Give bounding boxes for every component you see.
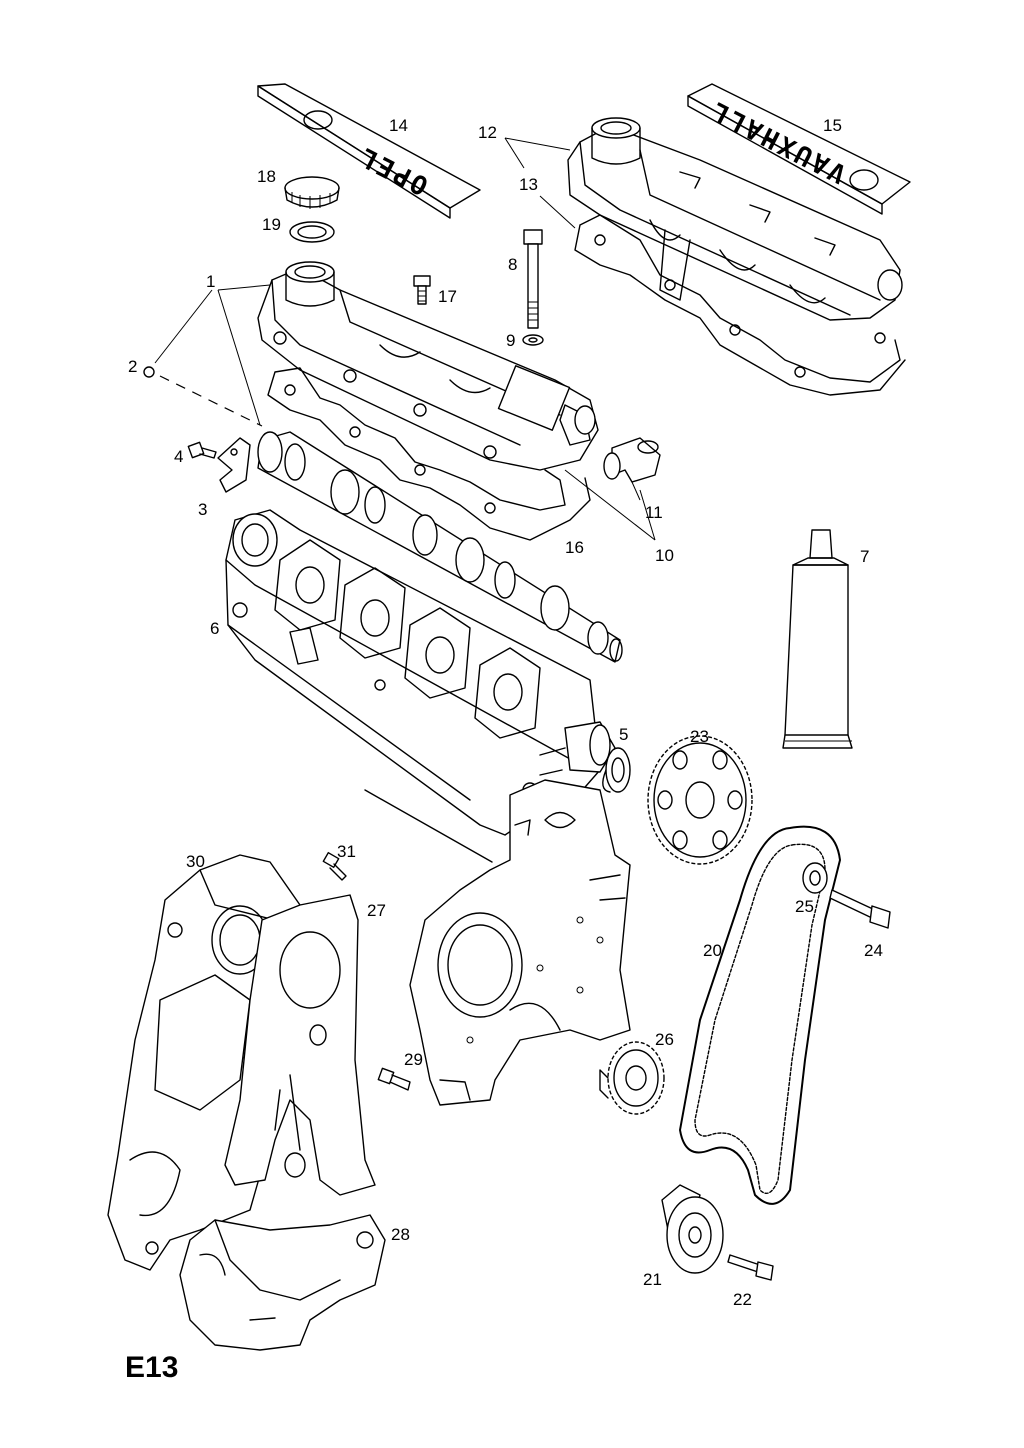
callout-12: 12 — [478, 123, 497, 142]
part-3-thrust-plate[interactable] — [217, 437, 251, 493]
engine-block-front[interactable] — [409, 779, 631, 1106]
leader-lines — [154, 137, 656, 541]
part-20-timing-belt[interactable] — [679, 825, 841, 1205]
callout-17: 17 — [438, 287, 457, 306]
part-9-washer[interactable] — [522, 334, 544, 346]
part-23-cam-sprocket[interactable] — [647, 735, 753, 865]
part-7-sealant-tube[interactable] — [782, 529, 853, 749]
callout-8: 8 — [508, 255, 517, 274]
callout-5: 5 — [619, 725, 628, 744]
callout-28: 28 — [391, 1225, 410, 1244]
callout-31: 31 — [337, 842, 356, 861]
part-12-cam-cover[interactable] — [567, 117, 903, 321]
callout-21: 21 — [643, 1270, 662, 1289]
callout-27: 27 — [367, 901, 386, 920]
callout-1: 1 — [206, 272, 215, 291]
callout-4: 4 — [174, 447, 183, 466]
callout-30: 30 — [186, 852, 205, 871]
part-13-gasket[interactable] — [574, 214, 906, 396]
callout-14: 14 — [389, 116, 408, 135]
callout-3: 3 — [198, 500, 207, 519]
callout-23: 23 — [690, 727, 709, 746]
part-28-lower-timing-cover[interactable] — [179, 1214, 386, 1351]
callout-labels: 1 2 3 4 5 6 7 8 9 10 11 12 13 14 15 16 1… — [128, 116, 883, 1309]
part-2-alignment-line — [159, 375, 263, 427]
part-2-plug[interactable] — [143, 366, 155, 378]
callout-19: 19 — [262, 215, 281, 234]
callout-10: 10 — [655, 546, 674, 565]
callout-22: 22 — [733, 1290, 752, 1309]
part-26-crank-sprocket[interactable] — [599, 1041, 665, 1115]
part-27-front-timing-cover[interactable] — [224, 894, 376, 1196]
callout-11: 11 — [645, 503, 663, 522]
callout-18: 18 — [257, 167, 276, 186]
part-6-cylinder-head[interactable] — [225, 509, 616, 836]
part-29-bolt[interactable] — [377, 1067, 411, 1091]
part-8-long-stud[interactable] — [523, 229, 543, 329]
part-17-bolt[interactable] — [413, 275, 431, 305]
part-22-bolt[interactable] — [727, 1254, 774, 1281]
part-21-tensioner[interactable] — [661, 1184, 724, 1274]
part-11-elbow-housing[interactable] — [603, 437, 661, 483]
alignment-line-block — [364, 789, 493, 863]
part-25-idler[interactable] — [802, 862, 828, 894]
callout-6: 6 — [210, 619, 219, 638]
callout-9: 9 — [506, 331, 515, 350]
sheet-id-label: E13 — [125, 1351, 178, 1384]
part-18-filler-cap[interactable] — [284, 176, 340, 209]
callout-13: 13 — [519, 175, 538, 194]
part-19-seal-ring[interactable] — [289, 221, 335, 243]
callout-15: 15 — [823, 116, 842, 135]
part-24-bolt[interactable] — [829, 889, 891, 929]
callout-7: 7 — [860, 547, 869, 566]
callout-29: 29 — [404, 1050, 423, 1069]
callout-20: 20 — [703, 941, 722, 960]
callout-26: 26 — [655, 1030, 674, 1049]
part-1-cam-cover[interactable] — [257, 261, 599, 471]
callout-16: 16 — [565, 538, 584, 557]
callout-24: 24 — [864, 941, 883, 960]
part-31-bolt[interactable] — [322, 851, 347, 881]
part-14-opel-badge[interactable]: OPEL — [257, 83, 481, 219]
part-4-bolt[interactable] — [187, 441, 217, 459]
callout-25: 25 — [795, 897, 814, 916]
part-16-gasket[interactable] — [267, 367, 591, 541]
camshaft[interactable] — [257, 431, 623, 663]
callout-2: 2 — [128, 357, 137, 376]
part-5-oil-seal[interactable] — [602, 747, 631, 793]
